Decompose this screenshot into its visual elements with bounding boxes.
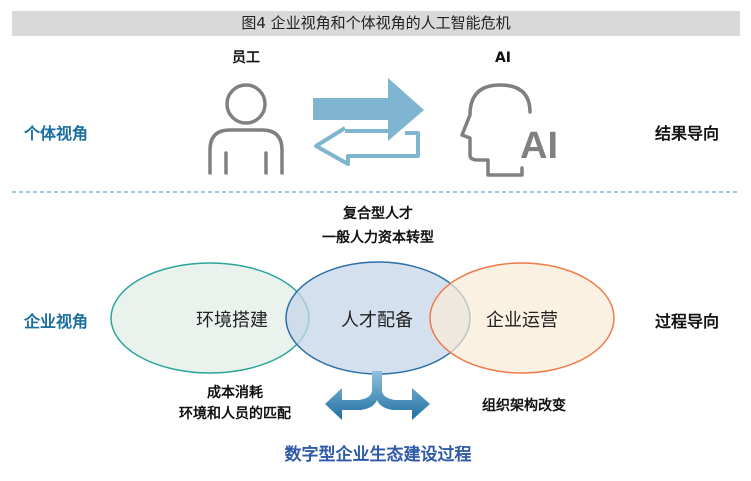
circle-operations [429, 262, 615, 374]
note-human-capital: 一般人力资本转型 [322, 230, 434, 246]
circle-label-operations: 企业运营 [486, 310, 558, 331]
exchange-arrows-icon [313, 78, 424, 166]
label-process-oriented: 过程导向 [655, 312, 720, 331]
ai-head-text: AI [520, 125, 558, 167]
footer-caption: 数字型企业生态建设过程 [284, 445, 472, 465]
fork-arrow-icon [325, 371, 430, 420]
label-result-oriented: 结果导向 [655, 124, 720, 143]
note-composite-talent: 复合型人才 [343, 206, 413, 222]
ai-head-icon: AI [460, 83, 558, 177]
circle-label-talent: 人才配备 [341, 310, 413, 331]
employee-label: 员工 [232, 50, 260, 66]
circle-label-environment: 环境搭建 [196, 310, 268, 331]
person-icon [208, 83, 284, 175]
label-enterprise-perspective: 企业视角 [24, 312, 89, 331]
ai-label: AI [494, 50, 512, 66]
note-cost: 成本消耗 [207, 385, 263, 401]
figure-title: 图4 企业视角和个体视角的人工智能危机 [12, 11, 740, 36]
note-org-change: 组织架构改变 [482, 398, 566, 414]
label-individual-perspective: 个体视角 [24, 124, 89, 143]
note-matching: 环境和人员的匹配 [179, 406, 291, 422]
